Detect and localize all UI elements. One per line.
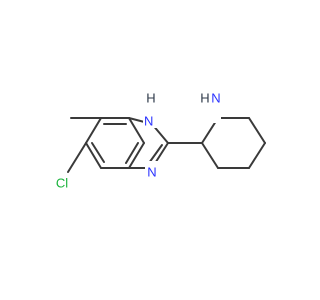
molecule-structure: H N N H N Cl bbox=[45, 90, 266, 191]
label-bg-nh-benz bbox=[143, 108, 163, 128]
bond-benzene-inner-3 bbox=[91, 142, 105, 163]
bond-c6-c1 bbox=[85, 117, 102, 144]
atom-n-piperidine: N bbox=[211, 90, 220, 105]
molecule-canvas: H N N H N Cl bbox=[45, 90, 266, 191]
bond-c3-c4 bbox=[128, 142, 145, 169]
bond-c5-c6 bbox=[85, 142, 102, 169]
bond-pip-c5-c4 bbox=[248, 142, 266, 169]
label-bg-n-benz bbox=[145, 161, 159, 177]
bond-pip-c3-c2 bbox=[201, 142, 219, 169]
bond-benzene-inner-2 bbox=[125, 142, 139, 164]
bond-c6-cl bbox=[67, 142, 87, 173]
label-bg-cl bbox=[45, 173, 69, 191]
bond-c2-c3 bbox=[128, 117, 145, 144]
atom-n-benzimidazole: N bbox=[147, 164, 156, 179]
bond-pip-c6-c5 bbox=[248, 117, 266, 144]
label-bg-nh-pip bbox=[201, 91, 221, 123]
bond-c-n-inner bbox=[148, 144, 163, 164]
atom-n-benzimidazole-nh: N bbox=[144, 113, 153, 128]
atom-cl: Cl bbox=[56, 175, 68, 190]
atom-h-piperidine: H bbox=[200, 90, 209, 105]
atom-h-benzimidazole: H bbox=[146, 90, 155, 105]
